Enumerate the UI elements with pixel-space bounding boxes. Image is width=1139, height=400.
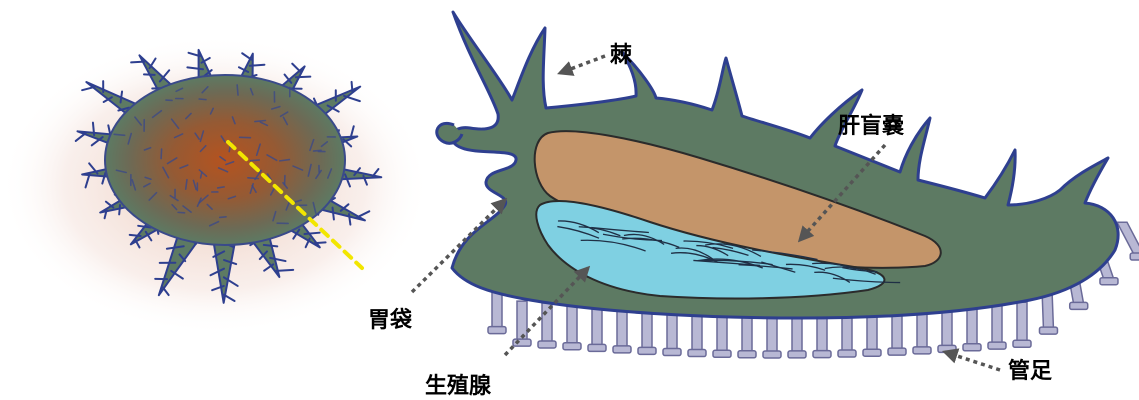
tube-foot-sucker (763, 351, 781, 358)
tube-foot-stalk (1117, 222, 1139, 255)
tube-foot-stalk (992, 304, 1002, 344)
disc-spine (114, 134, 125, 135)
disc-spine (220, 217, 226, 218)
disc-spine (255, 121, 266, 122)
arm-spine (130, 235, 141, 236)
arm-spine (333, 208, 334, 220)
arm-spine (119, 205, 120, 214)
tube-foot (613, 308, 631, 353)
tube-foot-stalk (592, 306, 602, 346)
arm-spine (315, 242, 326, 243)
tube-foot-sucker (1070, 302, 1088, 309)
tube-foot-sucker (1013, 340, 1031, 347)
tube-foot (538, 303, 556, 348)
tube-foot (1013, 302, 1031, 347)
label-spine: 棘 (610, 43, 633, 68)
tube-foot-sucker (813, 351, 831, 358)
tube-foot-stalk (617, 308, 627, 348)
tube-foot-sucker (563, 343, 581, 350)
cross-section (437, 12, 1139, 358)
tube-foot-sucker (788, 351, 806, 358)
tube-foot (938, 307, 956, 352)
disc-spine (314, 150, 322, 151)
arm-spine (296, 77, 311, 78)
tube-foot-stalk (967, 306, 977, 346)
tube-foot-sucker (913, 347, 931, 354)
starfish-illustration (0, 35, 430, 335)
tube-foot-sucker (963, 344, 981, 351)
arm-spine (304, 233, 319, 234)
arm-spine (131, 62, 144, 63)
tube-foot-stalk (567, 305, 577, 345)
spine-arrow (560, 56, 605, 73)
disc-spine (237, 85, 238, 95)
tube-foot-sucker (688, 350, 706, 357)
tube-foot-sucker (738, 351, 756, 358)
tube-foot (638, 309, 656, 354)
tube-foot-stalk (667, 311, 677, 351)
label-pyloric-caeca: 肝盲嚢 (838, 113, 904, 139)
body-flap (437, 123, 462, 143)
tube-foot (963, 306, 981, 351)
tube-foot (563, 305, 581, 350)
disc-spine (161, 149, 162, 158)
tube-foot-sucker (838, 350, 856, 357)
tube-foot (1117, 222, 1139, 260)
tube-foot (513, 301, 531, 346)
tube-foot-sucker (1039, 327, 1057, 334)
tube-foot-stalk (642, 309, 652, 349)
arm-spine (276, 270, 293, 271)
tube-foot (988, 304, 1006, 349)
arm-spine (264, 245, 277, 246)
tube-foot-sucker (888, 348, 906, 355)
tube-foot (738, 313, 756, 358)
disc-spine (218, 187, 224, 188)
tube-feet-arrow (945, 352, 1000, 370)
arm-spine (93, 123, 94, 135)
tube-foot-sucker (638, 347, 656, 354)
label-stomach: 胃袋 (368, 307, 413, 333)
tube-foot (688, 312, 706, 357)
tube-foot-stalk (692, 312, 702, 352)
label-gonad: 生殖腺 (425, 373, 492, 399)
disc-spine (250, 160, 259, 161)
tube-foot (713, 312, 731, 357)
disc-spine (199, 99, 206, 100)
tube-foot-sucker (1130, 253, 1139, 260)
tube-foot-sucker (588, 344, 606, 351)
tube-foot-sucker (713, 350, 731, 357)
label-tube-feet: 管足 (1008, 358, 1052, 384)
tube-foot-sucker (538, 341, 556, 348)
tube-foot (663, 311, 681, 356)
tube-foot-stalk (1017, 302, 1027, 342)
tube-foot-sucker (988, 342, 1006, 349)
tube-foot-sucker (663, 349, 681, 356)
tube-foot-sucker (863, 349, 881, 356)
arm-spine (250, 65, 265, 66)
arm-spine (352, 82, 353, 91)
tube-foot-sucker (613, 346, 631, 353)
tube-foot (588, 306, 606, 351)
tube-foot (763, 313, 781, 358)
tube-foot (788, 313, 806, 358)
tube-foot-sucker (488, 327, 506, 334)
tube-foot-sucker (1100, 278, 1118, 285)
